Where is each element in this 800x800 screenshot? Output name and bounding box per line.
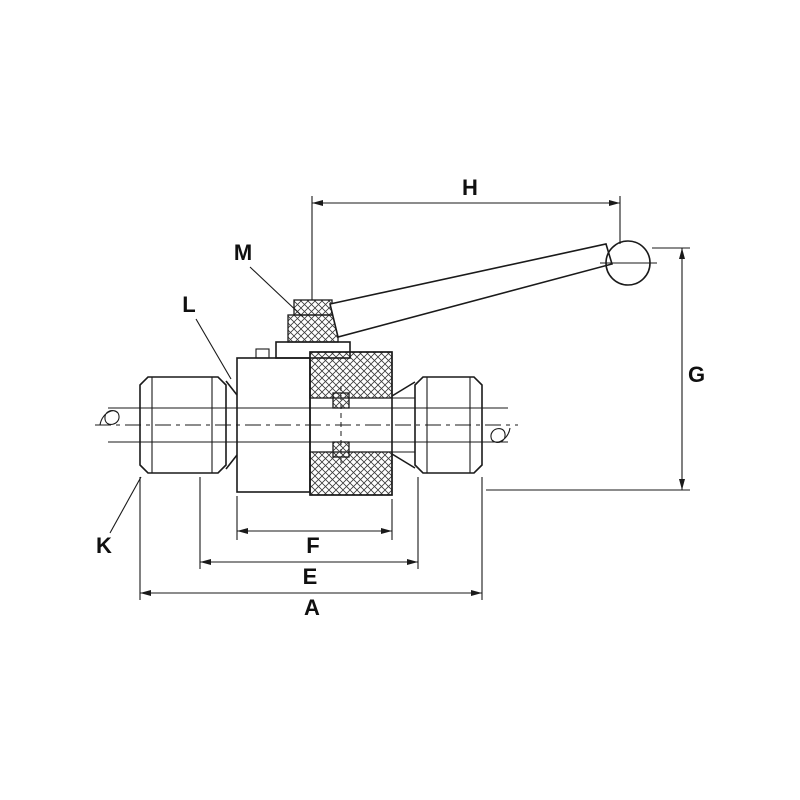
dim-label-h: H (462, 175, 478, 200)
dimension-f: F (236, 496, 393, 558)
dim-label-g: G (688, 362, 705, 387)
dim-label-e: E (303, 564, 318, 589)
dim-label-a: A (304, 595, 320, 620)
left-tube-end (99, 410, 120, 426)
right-tube-end (490, 427, 511, 443)
valve-body (236, 348, 311, 493)
dimension-annotations: H G F E A (96, 175, 705, 620)
lever-handle (329, 240, 657, 338)
left-union-nut (139, 376, 227, 474)
dim-label-m: M (234, 240, 252, 265)
upper-seat (332, 392, 350, 409)
dim-label-k: K (96, 533, 112, 558)
dimension-e: E (199, 477, 419, 589)
valve-assembly (95, 240, 657, 496)
left-ferrule-cone (225, 380, 238, 470)
ball-housing-section (309, 351, 393, 496)
right-ferrule-cone (391, 381, 416, 469)
callout-m: M (234, 240, 304, 318)
callout-k: K (96, 476, 142, 558)
dimension-g: G (486, 247, 705, 491)
right-union-nut (414, 376, 483, 474)
dim-label-f: F (306, 533, 319, 558)
dimension-a: A (139, 477, 483, 620)
dimension-h: H (311, 175, 621, 300)
callout-l: L (182, 292, 232, 380)
lower-seat (332, 441, 350, 458)
dim-label-l: L (182, 292, 195, 317)
stem-assembly (275, 299, 351, 359)
